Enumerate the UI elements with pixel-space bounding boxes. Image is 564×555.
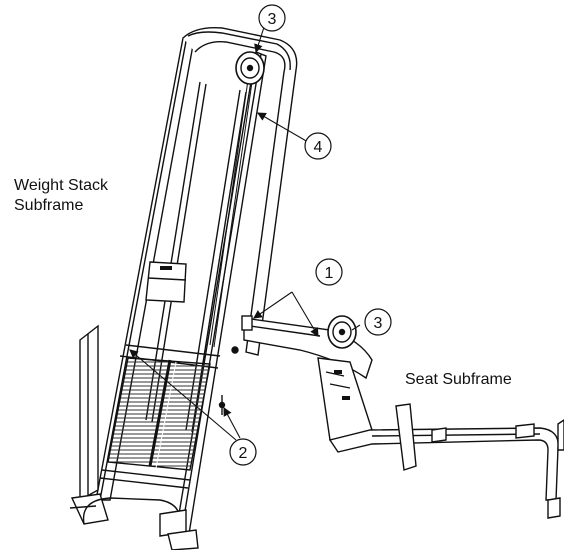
callout-number: 3 [268,11,277,28]
callout-top-pulley: 3 [258,4,286,32]
seat-subframe-label: Seat Subframe [405,371,512,388]
weight-stack-label-line2: Subframe [14,197,84,214]
weight-stack-label-line1: Weight Stack [14,177,108,194]
callout-number: 4 [314,139,323,156]
callout-cable: 4 [304,132,332,160]
leader-joint-left [253,291,293,319]
leader-top-pulley [254,23,266,54]
seat-subframe [241,315,564,519]
callout-number: 3 [374,315,383,332]
top-arch [182,27,298,356]
leader-lines [129,23,361,441]
leader-joint-right [291,291,319,337]
back-panel [79,324,99,502]
callout-stack-bolts: 2 [229,438,257,466]
leader-seat-pulley [351,324,361,331]
seat-base-beam [328,427,559,501]
joint-bolt [231,346,239,354]
callout-number: 1 [325,265,334,282]
mid-bracket [395,403,417,471]
cable [209,79,249,346]
weight-stack-subframe [69,27,298,551]
leader-cable [257,112,309,143]
weight-plate-stack [107,357,211,471]
seat-pulley [327,315,357,349]
top-plate [145,261,187,303]
callout-seat-pulley: 3 [364,308,392,336]
leader-bolt-left [129,349,237,441]
leader-bolt-right [223,407,241,439]
callout-frame-joint: 1 [315,258,343,286]
top-pulley [235,51,265,85]
callout-number: 2 [239,445,248,462]
frame-feet [69,493,199,551]
